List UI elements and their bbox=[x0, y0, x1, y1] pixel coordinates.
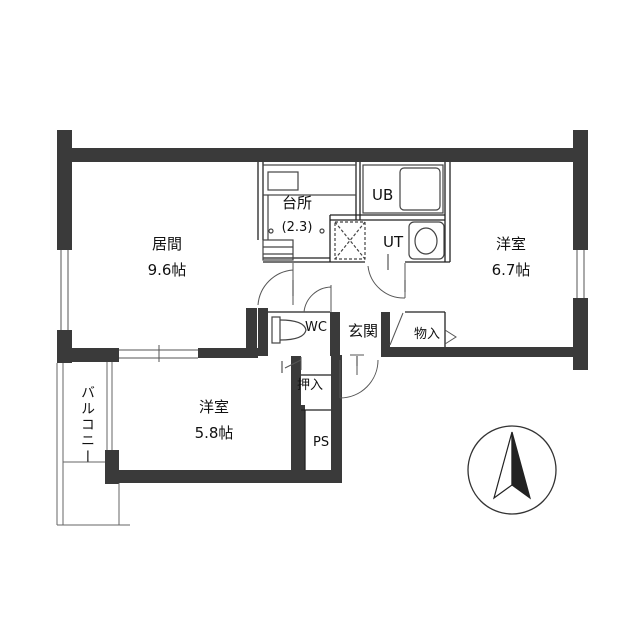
bathtub bbox=[362, 164, 444, 214]
bedroom-south-name: 洋室 bbox=[198, 398, 230, 416]
partitions bbox=[257, 162, 451, 470]
balcony-label: バルコニー bbox=[79, 385, 95, 465]
storage-label: 物入 bbox=[414, 327, 441, 342]
kitchen-counter bbox=[262, 164, 357, 261]
north-arrow-icon bbox=[467, 425, 557, 515]
kitchen-size: (2.3) bbox=[281, 220, 313, 235]
toilet-fixture bbox=[271, 316, 307, 344]
walls bbox=[57, 130, 588, 484]
pipe-space-label: PS bbox=[313, 435, 330, 450]
toilet-label: WC bbox=[305, 320, 327, 335]
bath-label: UB bbox=[372, 186, 394, 204]
closet-label: 押入 bbox=[297, 378, 324, 393]
windows bbox=[60, 250, 585, 362]
balcony-outline bbox=[56, 362, 130, 526]
bedroom-east-name: 洋室 bbox=[495, 235, 527, 253]
living-room-name: 居間 bbox=[151, 235, 183, 253]
washroom-label: UT bbox=[383, 233, 404, 251]
door-markers bbox=[281, 254, 406, 373]
living-room-size: 9.6帖 bbox=[147, 261, 187, 279]
washroom-fixtures bbox=[334, 221, 445, 260]
entrance-label: 玄関 bbox=[348, 322, 379, 340]
kitchen-name: 台所 bbox=[281, 194, 313, 212]
bedroom-east-size: 6.7帖 bbox=[491, 261, 531, 279]
bedroom-south-size: 5.8帖 bbox=[194, 424, 234, 442]
